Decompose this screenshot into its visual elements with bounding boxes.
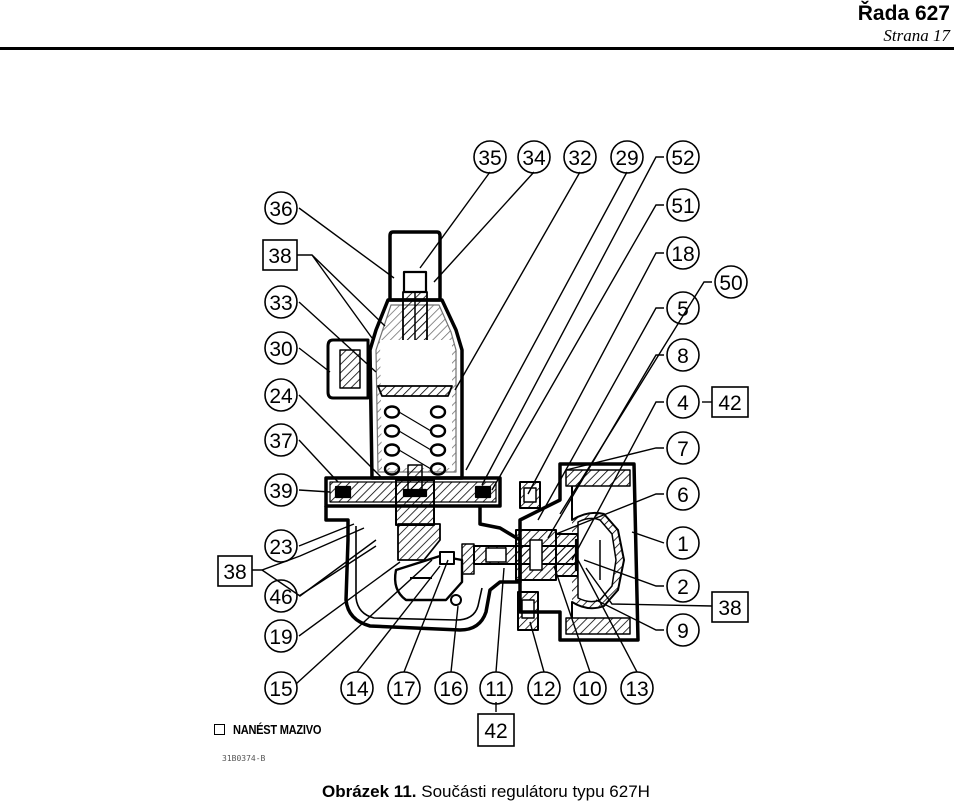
svg-text:4: 4 <box>677 392 689 415</box>
callout-7: 7 <box>666 431 700 465</box>
svg-text:12: 12 <box>532 678 555 701</box>
callout-9: 9 <box>666 613 700 647</box>
legend: NANÉST MAZIVO <box>214 722 337 737</box>
callout-24: 24 <box>264 378 298 412</box>
callout-30: 30 <box>264 331 298 365</box>
callout-38-right: 38 <box>711 591 749 623</box>
callout-8: 8 <box>666 338 700 372</box>
legend-text: NANÉST MAZIVO <box>233 722 322 737</box>
callout-4: 4 <box>666 385 700 419</box>
callout-6: 6 <box>666 477 700 511</box>
leader-lines <box>252 156 713 712</box>
callout-23: 23 <box>264 529 298 563</box>
callout-52: 52 <box>666 140 700 174</box>
svg-text:16: 16 <box>439 678 462 701</box>
header-rule <box>0 47 954 50</box>
callout-51: 51 <box>666 188 700 222</box>
svg-text:52: 52 <box>671 147 694 170</box>
caption-label: Obrázek 11. <box>322 782 417 801</box>
figure-caption: Obrázek 11. Součásti regulátoru typu 627… <box>322 782 650 802</box>
diaphragm-flange <box>324 476 502 508</box>
upper-spring-seat <box>377 385 453 397</box>
lever <box>397 523 441 561</box>
callout-33: 33 <box>264 285 298 319</box>
svg-text:42: 42 <box>718 392 741 415</box>
callout-50: 50 <box>714 265 748 299</box>
svg-text:36: 36 <box>269 198 292 221</box>
svg-text:5: 5 <box>677 298 689 321</box>
adjusting-screw-head <box>402 270 428 294</box>
callout-38-left: 38 <box>217 555 253 587</box>
callout-37: 37 <box>264 423 298 457</box>
regulator-drawing <box>324 230 640 642</box>
callout-35: 35 <box>473 140 507 174</box>
svg-text:13: 13 <box>625 678 648 701</box>
svg-text:6: 6 <box>677 484 689 507</box>
callout-19: 19 <box>264 619 298 653</box>
svg-text:34: 34 <box>522 147 546 170</box>
svg-text:1: 1 <box>677 533 689 556</box>
callout-12: 12 <box>527 671 561 705</box>
callout-29: 29 <box>610 140 644 174</box>
inlet-thread <box>565 469 631 487</box>
callout-36: 36 <box>264 191 298 225</box>
svg-text:30: 30 <box>269 338 292 361</box>
callout-18: 18 <box>666 236 700 270</box>
callout-32: 32 <box>563 140 597 174</box>
callout-46: 46 <box>264 579 298 613</box>
callout-11: 11 <box>479 671 513 705</box>
svg-text:11: 11 <box>485 678 507 701</box>
svg-text:15: 15 <box>269 678 292 701</box>
svg-text:14: 14 <box>345 678 369 701</box>
callout-17: 17 <box>387 671 421 705</box>
callout-39: 39 <box>264 473 298 507</box>
callout-13: 13 <box>620 671 654 705</box>
svg-text:9: 9 <box>677 620 689 643</box>
caption-text: Součásti regulátoru typu 627H <box>416 782 650 801</box>
svg-text:2: 2 <box>677 576 689 599</box>
svg-text:33: 33 <box>269 292 292 315</box>
svg-text:23: 23 <box>269 536 292 559</box>
valve-body <box>518 462 640 642</box>
svg-text:51: 51 <box>671 195 694 218</box>
svg-text:38: 38 <box>223 561 246 584</box>
svg-text:17: 17 <box>392 678 415 701</box>
callout-16: 16 <box>434 671 468 705</box>
callout-15: 15 <box>264 671 298 705</box>
lubricant-marker-icon <box>214 724 225 735</box>
svg-text:24: 24 <box>269 385 293 408</box>
svg-text:8: 8 <box>677 345 689 368</box>
series-title: Řada 627 <box>857 2 950 25</box>
svg-text:32: 32 <box>568 147 591 170</box>
svg-text:18: 18 <box>671 243 694 266</box>
svg-text:7: 7 <box>677 438 689 461</box>
svg-text:38: 38 <box>718 597 741 620</box>
callout-42-bottom: 42 <box>477 713 515 747</box>
callout-34: 34 <box>517 140 551 174</box>
vent <box>326 338 370 400</box>
svg-text:29: 29 <box>615 147 638 170</box>
callout-38-top: 38 <box>262 239 298 271</box>
callout-14: 14 <box>340 671 374 705</box>
callout-1: 1 <box>666 526 700 560</box>
spring <box>383 405 447 476</box>
outlet-thread <box>565 617 631 635</box>
callout-2: 2 <box>666 569 700 603</box>
svg-text:19: 19 <box>269 626 292 649</box>
svg-text:50: 50 <box>719 272 742 295</box>
svg-text:35: 35 <box>478 147 501 170</box>
callout-10: 10 <box>573 671 607 705</box>
callout-5: 5 <box>666 291 700 325</box>
svg-text:10: 10 <box>578 678 601 701</box>
svg-text:46: 46 <box>269 586 292 609</box>
callout-42-right: 42 <box>711 386 749 418</box>
page-number: Strana 17 <box>883 26 950 45</box>
svg-text:37: 37 <box>269 430 292 453</box>
svg-text:39: 39 <box>269 480 292 503</box>
svg-text:42: 42 <box>484 720 507 743</box>
callouts: 35 34 32 29 52 36 38 33 30 24 37 39 23 3… <box>217 140 749 747</box>
svg-text:38: 38 <box>268 245 291 268</box>
drawing-reference: 31B0374-B <box>222 754 266 763</box>
